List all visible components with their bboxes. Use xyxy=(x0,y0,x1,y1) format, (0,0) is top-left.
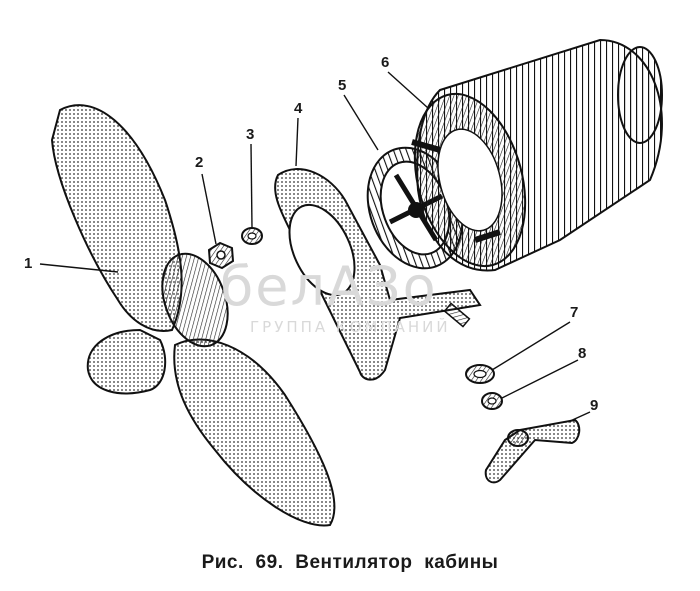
callout-2: 2 xyxy=(195,154,204,171)
washer-7 xyxy=(465,364,495,384)
leader-3 xyxy=(250,143,253,229)
nut xyxy=(207,241,235,270)
propeller-hub xyxy=(161,252,229,348)
leader-1 xyxy=(39,263,119,273)
washer-3 xyxy=(241,227,263,245)
callout-9: 9 xyxy=(590,397,599,414)
leader-9 xyxy=(567,411,591,423)
callout-6: 6 xyxy=(381,54,390,71)
propeller-blade-lower xyxy=(173,338,336,527)
leader-4 xyxy=(295,117,299,167)
bracket xyxy=(274,168,482,381)
figure-caption: Рис. 69. Вентилятор кабины xyxy=(201,552,499,573)
leader-7 xyxy=(491,321,571,371)
propeller xyxy=(50,104,336,527)
propeller-blade-rear xyxy=(86,328,167,395)
callout-3: 3 xyxy=(246,126,255,143)
leader-2 xyxy=(201,173,217,245)
propeller-blade-upper xyxy=(50,104,183,332)
callout-5: 5 xyxy=(338,77,347,94)
wing-nut xyxy=(484,418,581,484)
leader-5 xyxy=(343,94,379,151)
watermark-subtitle: ГРУППА КОМПАНИЙ xyxy=(250,318,451,336)
callout-8: 8 xyxy=(578,345,587,362)
motor xyxy=(411,38,663,272)
callout-1: 1 xyxy=(24,255,33,272)
lock-washer xyxy=(481,392,503,410)
callout-7: 7 xyxy=(570,304,579,321)
watermark-logo: белАЗо xyxy=(220,255,438,318)
leader-6 xyxy=(387,71,429,109)
leader-8 xyxy=(501,359,579,399)
callout-4: 4 xyxy=(294,100,303,117)
leader-lines xyxy=(39,71,591,423)
